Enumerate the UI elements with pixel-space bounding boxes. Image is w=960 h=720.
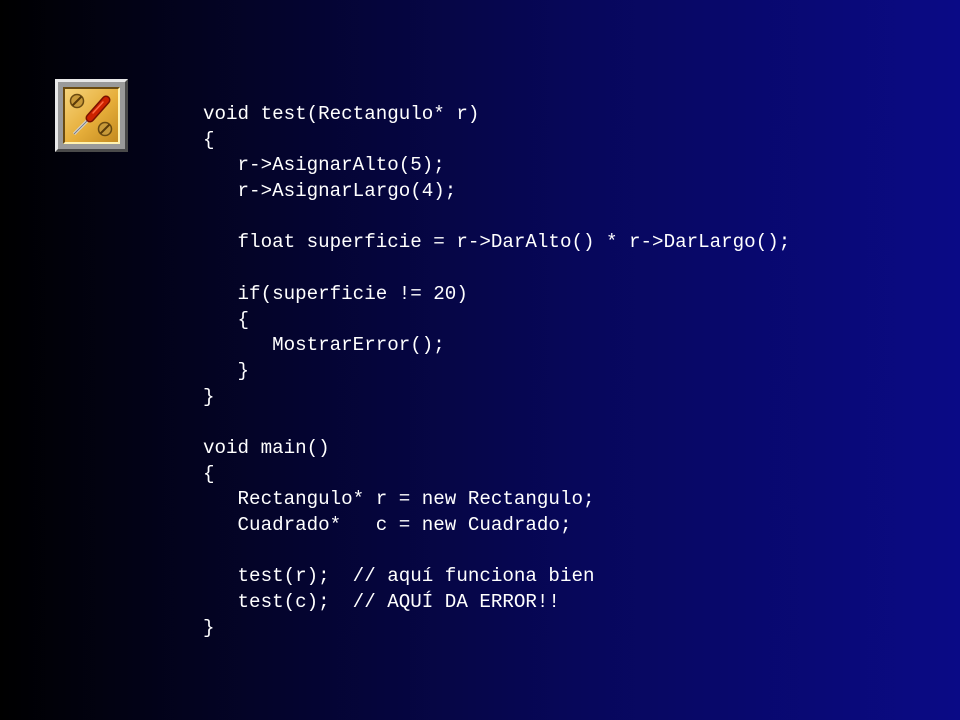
- code-line: MostrarError();: [203, 334, 445, 357]
- code-line: [203, 256, 790, 282]
- code-line: {: [203, 308, 250, 331]
- code-line: [203, 539, 790, 565]
- code-line: r->AsignarAlto(5);: [203, 154, 445, 177]
- screwdriver-icon: [63, 87, 120, 144]
- code-line: }: [203, 359, 250, 382]
- code-line: {: [203, 462, 215, 485]
- code-line: r->AsignarLargo(4);: [203, 180, 457, 203]
- code-line: [203, 205, 790, 231]
- code-block: void test(Rectangulo* r) { r->AsignarAlto…: [203, 102, 790, 641]
- code-line: void test(Rectangulo* r): [203, 103, 480, 125]
- code-line: void main(): [203, 436, 330, 459]
- code-line: Rectangulo* r = new Rectangulo;: [203, 488, 595, 511]
- code-line: test(r); // aquí funciona bien: [203, 565, 595, 588]
- code-line: [203, 410, 790, 436]
- code-line: if(superficie != 20): [203, 282, 468, 305]
- code-line: float superficie = r->DarAlto() * r->Dar…: [203, 231, 791, 254]
- code-line: {: [203, 128, 215, 151]
- code-line: test(c); // AQUÍ DA ERROR!!: [203, 591, 560, 614]
- code-line: }: [203, 616, 215, 639]
- tools-icon-frame: [55, 79, 128, 152]
- code-line: Cuadrado* c = new Cuadrado;: [203, 514, 572, 536]
- code-line: }: [203, 385, 215, 408]
